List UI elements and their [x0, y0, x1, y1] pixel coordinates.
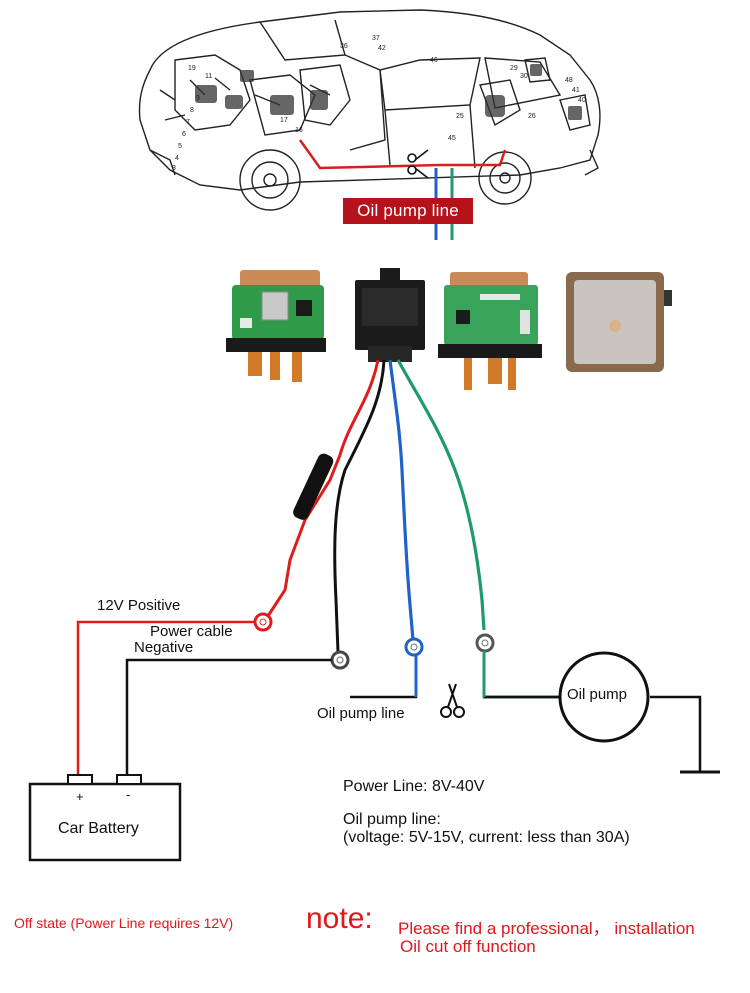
battery-negative-terminal: [116, 774, 142, 785]
note-line-1: Please find a professional， installation: [398, 919, 695, 938]
callout-number: 16: [295, 127, 303, 134]
callout-number: 30: [520, 73, 528, 80]
positive-label: 12V Positive: [97, 597, 181, 614]
ring-terminal-black: [330, 650, 350, 670]
gps-antenna-module: [566, 272, 672, 372]
black-ground-wire: [333, 359, 386, 653]
callout-number: 41: [572, 87, 580, 94]
battery-label: Car Battery: [58, 820, 139, 837]
relay-module-pcb: [226, 270, 326, 382]
oil-pump-line-spec-title: Oil pump line:: [343, 811, 441, 828]
car-illustration: [138, 9, 601, 211]
car-callouts: 37 42 36 19 11 9 8 7 6 5 4 3 46 29 48 45…: [172, 35, 586, 172]
callout-number: 45: [448, 135, 456, 142]
oil-pump-component-label: Oil pump: [567, 686, 628, 703]
car-battery-box: [28, 782, 182, 862]
car-oil-line: [298, 139, 507, 170]
oil-pump-line-banner: Oil pump line: [343, 198, 473, 224]
schematic-oil-line-left: [350, 656, 418, 699]
green-oil-wire: [396, 359, 486, 631]
callout-number: 26: [528, 113, 536, 120]
callout-number: 5: [178, 143, 182, 150]
relay-module-side: [438, 272, 542, 390]
battery-positive-terminal: [67, 774, 93, 785]
callout-number: 40: [578, 97, 586, 104]
callout-number: 4: [175, 155, 179, 162]
car-scissors-icon: [407, 149, 429, 179]
callout-number: 6: [182, 131, 186, 138]
ring-terminal-blue: [404, 637, 424, 657]
oil-pump-line-spec-detail: (voltage: 5V-15V, current: less than 30A…: [343, 829, 630, 846]
battery-plus-sign: +: [76, 789, 84, 804]
power-cable-label: Power cable: [150, 623, 233, 640]
oil-pump-line-label: Oil pump line: [317, 705, 405, 722]
relay-black-housing: [355, 268, 425, 362]
callout-number: 29: [510, 65, 518, 72]
callout-number: 8: [190, 107, 194, 114]
cut-scissors-icon: [440, 683, 465, 718]
negative-label: Negative: [134, 639, 194, 656]
callout-number: 17: [280, 117, 288, 124]
callout-number: 7: [186, 119, 190, 126]
callout-number: 11: [205, 73, 212, 80]
callout-number: 25: [456, 113, 464, 120]
schematic-oil-line-green: [482, 651, 562, 699]
callout-number: 37: [372, 35, 380, 42]
note-line-2: Oil cut off function: [400, 937, 536, 956]
callout-number: 3: [172, 165, 176, 172]
ring-terminal-red: [253, 612, 273, 632]
power-line-spec: Power Line: 8V-40V: [343, 778, 485, 795]
callout-number: 19: [188, 65, 196, 72]
car-engine-shading: [195, 64, 582, 120]
callout-number: 36: [340, 43, 348, 50]
schematic-pump-ground: [650, 695, 702, 772]
callout-number: 48: [565, 77, 573, 84]
battery-minus-sign: -: [126, 787, 131, 802]
fuse-holder: [293, 453, 334, 520]
oil-pump-symbol: [558, 651, 650, 743]
callout-number: 9: [196, 95, 200, 102]
off-state-note: Off state (Power Line requires 12V): [14, 915, 234, 931]
schematic-negative-line: [125, 658, 332, 776]
callout-number: 42: [378, 45, 386, 52]
schematic-positive-line: [76, 620, 255, 776]
red-power-wire: [266, 359, 380, 617]
note-heading: note:: [306, 902, 373, 935]
blue-oil-wire: [388, 359, 415, 641]
ring-terminal-green: [475, 633, 495, 653]
callout-number: 46: [430, 57, 438, 64]
